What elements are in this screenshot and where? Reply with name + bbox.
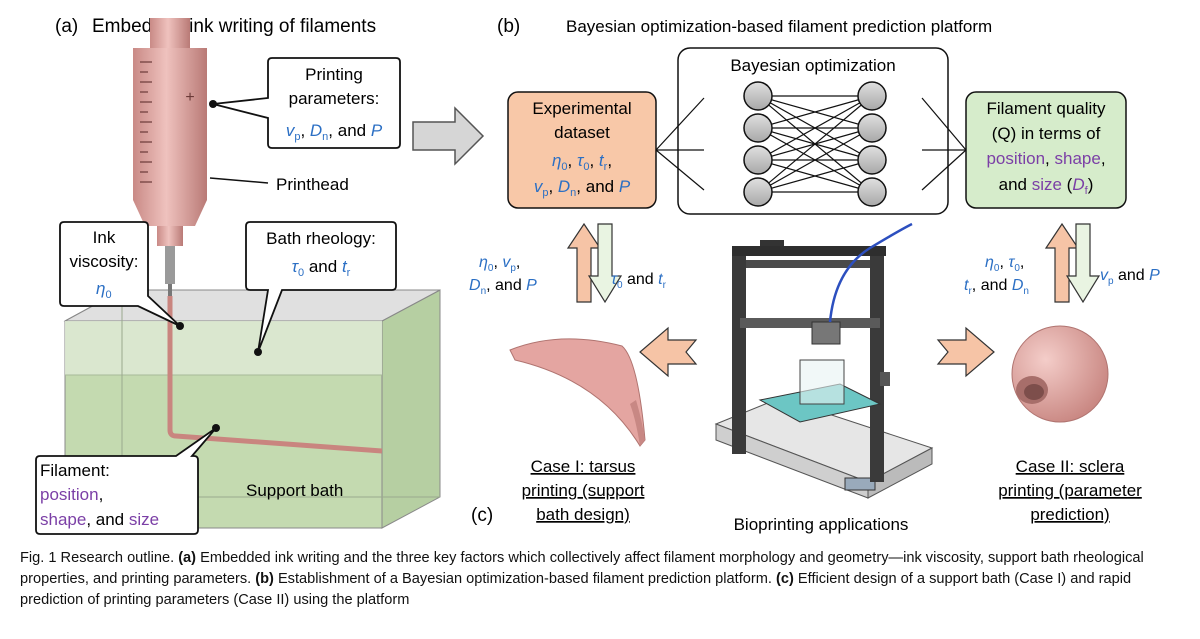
filament-line1: Filament: <box>40 461 110 480</box>
dataset-line1: Experimental <box>532 99 631 118</box>
filament-line2: position, <box>40 485 103 504</box>
printing-params-line1: Printing <box>305 65 363 84</box>
nn-edge <box>757 95 873 129</box>
tarsus-edge <box>630 400 645 446</box>
bioprinter <box>714 222 934 499</box>
tarsus-shape <box>509 338 646 447</box>
panel-a-title: Embedded ink writing of filaments <box>92 16 376 37</box>
left-in-line1: η0, vp, <box>479 254 520 274</box>
nn-node <box>857 113 887 143</box>
printing-params-line2: parameters: <box>289 89 380 108</box>
caption-bold-a: (a) <box>178 550 197 566</box>
case1-line2: printing (support <box>522 481 645 500</box>
filament-callout <box>35 427 217 535</box>
left-out-label: τ0 and tr <box>611 271 667 291</box>
nn-node <box>857 81 887 111</box>
caption-part-3: Establishment of a Bayesian optimization… <box>273 571 777 587</box>
right-peach-arrow <box>936 326 995 378</box>
caption-part-1: Fig. 1 Research outline. <box>20 550 179 566</box>
nn-edge <box>757 159 873 193</box>
quality-line2: (Q) in terms of <box>992 124 1101 143</box>
dataset-line4: vp, Dn, and P <box>534 177 631 199</box>
case1-line3: bath design) <box>536 505 630 524</box>
bath-rheology-line2: τ0 and tr <box>292 257 351 279</box>
left-down-arrow <box>587 223 623 304</box>
sclera-ball <box>1011 325 1109 423</box>
quality-box <box>965 91 1127 209</box>
printhead-label: Printhead <box>276 175 349 194</box>
printhead-leader <box>209 177 269 184</box>
panel-c-label: (c) <box>471 505 493 526</box>
nn-link-left-3 <box>655 149 705 191</box>
quality-line1: Filament quality <box>986 99 1106 118</box>
nn-edges <box>757 95 873 193</box>
right-down-arrow <box>1065 223 1101 304</box>
filament-path <box>167 296 383 454</box>
panel-b-title: Bayesian optimization-based filament pre… <box>566 17 992 36</box>
caption-part-4: Efficient design of a support bath (Case… <box>20 571 1132 608</box>
case1-line1: Case I: tarsus <box>531 457 636 476</box>
quality-line4: and size (Df) <box>999 175 1094 197</box>
nn-link-right-3 <box>921 149 967 191</box>
ink-symbol: η0 <box>96 279 112 301</box>
syringe-gauge-mark: + <box>185 89 194 106</box>
case2-line3: prediction) <box>1030 505 1109 524</box>
left-in-line2: Dn, and P <box>469 277 537 297</box>
case2-line2: printing (parameter <box>998 481 1142 500</box>
ink-callout <box>59 221 181 327</box>
caption-bold-b: (b) <box>255 571 274 587</box>
printing-params-callout <box>212 57 401 149</box>
nn-node <box>743 177 773 207</box>
syringe-scale <box>140 61 152 183</box>
caption-part-2: Embedded ink writing and the three key f… <box>20 550 1144 587</box>
panel-a-label: (a) <box>55 16 78 37</box>
arrow-a-to-b <box>412 106 485 166</box>
right-up-arrow <box>1044 222 1080 303</box>
left-up-arrow <box>566 222 602 303</box>
panel-b-label: (b) <box>497 16 520 37</box>
syringe <box>133 18 207 296</box>
left-peach-arrow <box>639 326 698 378</box>
nn-edge <box>757 127 873 193</box>
support-bath-label: Support bath <box>246 481 343 500</box>
caption-bold-c: (c) <box>776 571 794 587</box>
sclera-opening-inner <box>1024 384 1044 400</box>
printing-params-line3: vp, Dn, and P <box>286 121 383 143</box>
bath-rheology-line1: Bath rheology: <box>266 229 376 248</box>
nn-node <box>743 113 773 143</box>
bo-title: Bayesian optimization <box>730 56 895 75</box>
figure-canvas: (a) Embedded ink writing of filaments + <box>35 16 1160 535</box>
bioprinting-label: Bioprinting applications <box>734 515 909 534</box>
dataset-line2: dataset <box>554 123 610 142</box>
nn-node <box>743 81 773 111</box>
ink-line2: viscosity: <box>70 252 139 271</box>
nn-edge <box>757 95 873 193</box>
bath-rheology-callout <box>245 221 397 353</box>
right-in-line1: η0, τ0, <box>985 254 1024 274</box>
nn-edge <box>757 95 873 161</box>
filament-line3: shape, and size <box>40 510 159 529</box>
nn-node <box>857 177 887 207</box>
right-in-line2: tr, and Dn <box>964 277 1029 297</box>
dataset-line3: η0, τ0, tr, <box>552 151 612 173</box>
nn-nodes <box>743 81 887 207</box>
ink-line1: Ink <box>93 228 116 247</box>
nn-node <box>743 145 773 175</box>
case2-line1: Case II: sclera <box>1016 457 1125 476</box>
support-bath-block <box>63 289 441 529</box>
right-out-label: vp and P <box>1100 267 1160 287</box>
nn-node <box>857 145 887 175</box>
nn-link-left-1 <box>655 97 705 151</box>
quality-line3: position, shape, <box>986 149 1105 168</box>
figure-caption: Fig. 1 Research outline. (a) Embedded in… <box>20 548 1185 611</box>
nn-link-right-1 <box>921 97 967 151</box>
